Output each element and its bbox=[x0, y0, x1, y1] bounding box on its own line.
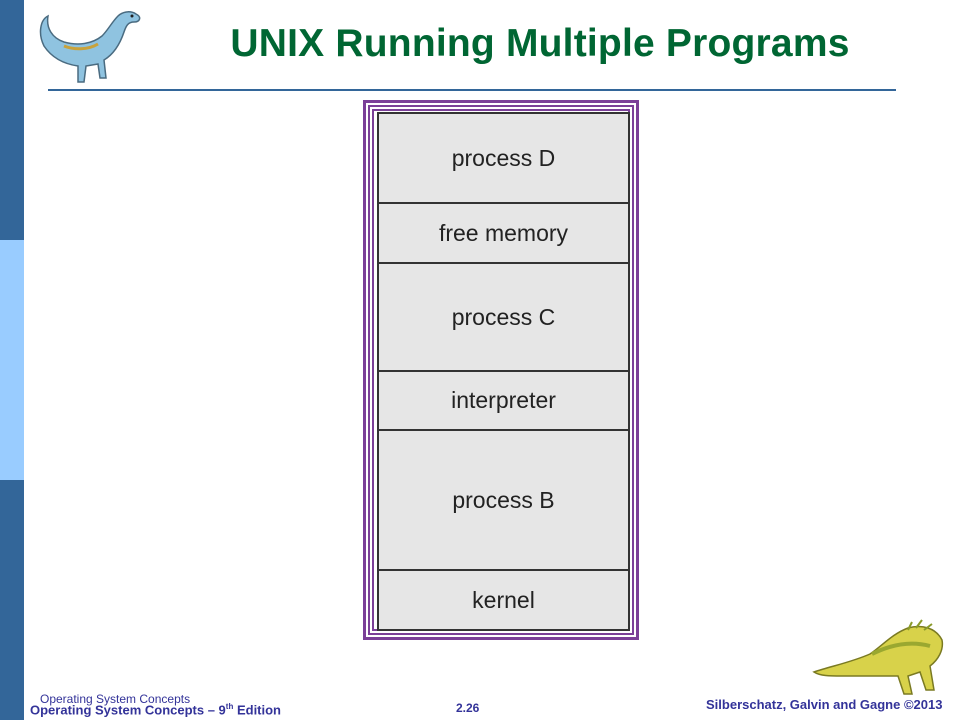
memory-segment-interpreter: interpreter bbox=[379, 372, 628, 431]
left-decorative-bar bbox=[0, 0, 24, 720]
page-number: 2.26 bbox=[456, 701, 480, 715]
footer-book-suffix: Edition bbox=[233, 702, 282, 718]
dinosaur-illustration-icon bbox=[812, 619, 944, 695]
footer-book-title: Operating System Concepts – 9th Edition bbox=[30, 702, 281, 717]
memory-segment-process-d: process D bbox=[379, 114, 628, 204]
title-divider bbox=[48, 89, 896, 91]
left-bar-light-section bbox=[0, 240, 24, 480]
memory-layout-diagram: process D free memory process C interpre… bbox=[377, 112, 630, 631]
footer-copyright: Silberschatz, Galvin and Gagne ©2013 bbox=[706, 697, 943, 712]
dinosaur-logo-icon bbox=[39, 11, 141, 83]
memory-segment-process-b: process B bbox=[379, 431, 628, 571]
memory-segment-kernel: kernel bbox=[472, 586, 535, 613]
slide-title: UNIX Running Multiple Programs bbox=[230, 22, 850, 65]
footer-book-sup: th bbox=[225, 702, 234, 711]
footer-book-prefix: Operating System Concepts – 9 bbox=[30, 702, 226, 718]
memory-segment-free-memory: free memory bbox=[379, 204, 628, 264]
memory-segment-process-c: process C bbox=[379, 264, 628, 372]
footer-book-overlay: Operating System Concepts bbox=[40, 692, 191, 706]
